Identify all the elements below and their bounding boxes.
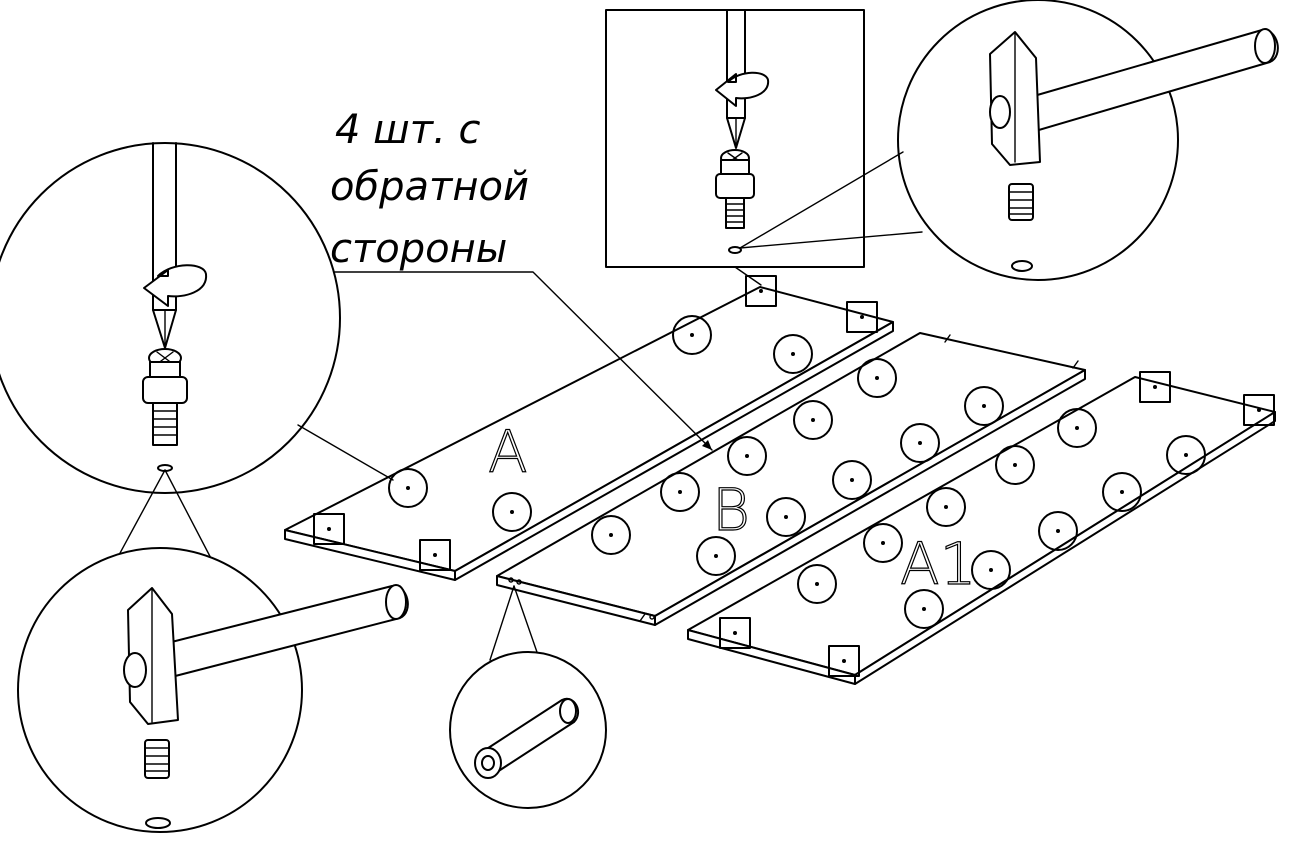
wooden-dowel-icon (474, 697, 580, 779)
reverse-side-note: 4 шт. с обратной стороны (317, 107, 713, 451)
note-line-2: обратной (330, 164, 529, 210)
panel-b-cam-markers (591, 358, 1004, 576)
panel-a1: A1 (687, 371, 1276, 685)
note-leader-arrowhead (702, 440, 712, 450)
panel-a: A (284, 275, 894, 581)
sleeve-insert-icon-bottom (144, 739, 170, 779)
detail-circle-dowel (449, 585, 607, 809)
rotate-arrow-icon (715, 71, 770, 107)
note-leader-line (317, 271, 713, 451)
screwdriver-icon-left (152, 142, 177, 349)
panel-a-insert-markers (313, 275, 878, 571)
hammer-icon-bottom (123, 584, 409, 725)
rotate-arrow-icon-left (143, 264, 208, 307)
hammer-icon (989, 28, 1279, 166)
note-line-1: 4 шт. с (335, 107, 481, 153)
screwdriver-icon (726, 9, 746, 149)
panel-a1-label: A1 (900, 530, 977, 598)
sleeve-insert-icon (1008, 183, 1034, 221)
panel-b-dowels (508, 334, 1079, 622)
detail-box-cam-dowel (605, 9, 865, 286)
detail-circle-sleeve-top (739, 0, 1279, 281)
panel-a-cam-markers (388, 315, 813, 532)
panel-b: B (496, 332, 1086, 626)
detail-circle-sleeve-bottom (17, 469, 409, 833)
panel-a1-insert-markers (719, 371, 1275, 677)
note-line-3: стороны (330, 226, 507, 272)
cam-dowel-icon (715, 149, 755, 254)
detail-circle-cam-dowel-left (0, 142, 394, 494)
panel-a1-cam-markers (797, 408, 1206, 629)
panel-b-label: B (712, 476, 750, 544)
panel-a-label: A (488, 418, 528, 486)
cam-dowel-icon-left (142, 348, 188, 472)
